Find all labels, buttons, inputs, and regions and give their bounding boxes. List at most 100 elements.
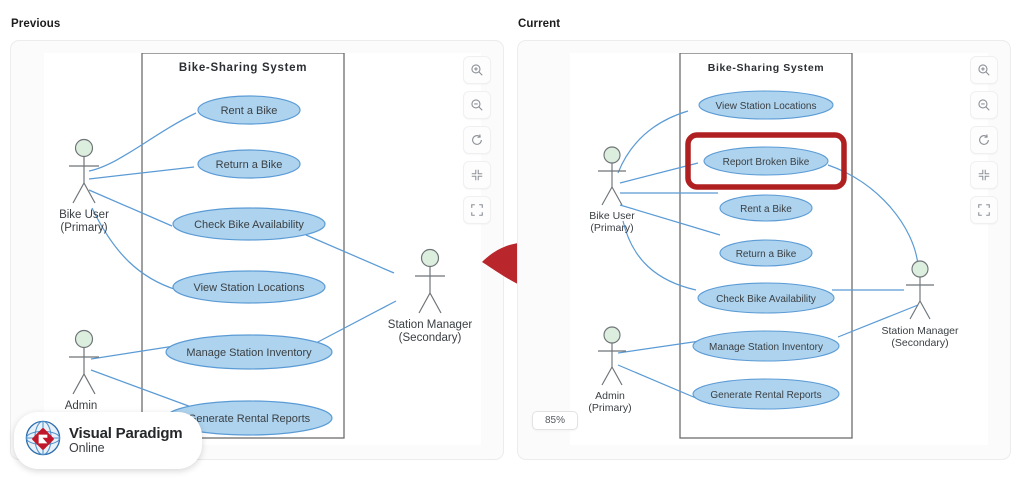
zoom-out-icon: [977, 98, 991, 112]
panel-label-current: Current: [518, 18, 561, 30]
actor-role: (Primary): [590, 222, 633, 234]
usecase-label: Rent a Bike: [740, 204, 792, 215]
usecase-view-station-locations[interactable]: View Station Locations: [172, 270, 326, 304]
watermark-line2: Online: [69, 440, 105, 455]
usecase-label: Check Bike Availability: [716, 294, 816, 305]
connector-line: [88, 112, 197, 172]
diagram-canvas-current[interactable]: Bike-Sharing System: [570, 53, 988, 445]
usecase-diagram-previous: Bike-Sharing System: [57, 53, 473, 439]
actor-head-icon: [603, 146, 621, 164]
actor-name: Bike User: [59, 209, 109, 221]
fullscreen-icon: [470, 203, 484, 217]
panel-previous: Bike-Sharing System: [10, 40, 504, 460]
connector-line: [90, 344, 182, 360]
connector-line: [619, 162, 699, 184]
usecase-label: Generate Rental Reports: [710, 390, 821, 401]
connector-line: [619, 204, 721, 236]
usecase-check-bike-availability[interactable]: Check Bike Availability: [172, 207, 326, 241]
usecase-return-a-bike[interactable]: Return a Bike: [197, 149, 301, 179]
actor-role: (Primary): [588, 402, 631, 414]
connector-line: [88, 166, 195, 180]
connector-group-current: [617, 110, 919, 405]
usecase-label: Manage Station Inventory: [709, 342, 823, 353]
system-title-current: Bike-Sharing System: [708, 62, 824, 74]
connector-line: [315, 300, 397, 344]
usecase-generate-rental-reports[interactable]: Generate Rental Reports: [692, 378, 840, 410]
actor-role: (Secondary): [891, 337, 948, 349]
diagram-toolbar-current: [970, 56, 998, 224]
connector-line: [837, 304, 919, 338]
actor-name: Bike User: [589, 210, 635, 222]
usecase-group-current: View Station Locations Report Broken Bik…: [692, 90, 840, 410]
diagram-canvas-previous[interactable]: Bike-Sharing System: [44, 53, 481, 445]
usecase-label: View Station Locations: [716, 101, 817, 112]
fit-screen-button[interactable]: [970, 161, 998, 189]
connector-line: [622, 220, 697, 291]
system-title-previous: Bike-Sharing System: [179, 62, 307, 74]
actor-head-icon: [420, 248, 440, 268]
fullscreen-button[interactable]: [970, 196, 998, 224]
usecase-generate-rental-reports[interactable]: Generate Rental Reports: [165, 400, 333, 436]
actor-admin-current[interactable]: Admin (Primary): [588, 326, 632, 414]
reset-button[interactable]: [970, 126, 998, 154]
usecase-label: Rent a Bike: [221, 105, 278, 117]
actor-name: Station Manager: [881, 325, 959, 337]
actor-name: Station Manager: [388, 319, 473, 331]
connector-line: [88, 189, 173, 227]
actor-role: (Secondary): [399, 332, 462, 344]
panel-current: Bike-Sharing System: [517, 40, 1011, 460]
highlight-box-report-broken-bike: [685, 132, 847, 190]
fullscreen-button[interactable]: [463, 196, 491, 224]
actor-admin-previous[interactable]: Admin (Primary): [57, 329, 105, 426]
usecase-label: Manage Station Inventory: [186, 347, 312, 359]
usecase-check-bike-availability[interactable]: Check Bike Availability: [697, 282, 835, 314]
actor-name: Admin: [65, 400, 98, 412]
usecase-group-previous: Rent a Bike Return a Bike Check Bike Ava…: [165, 95, 333, 436]
reset-icon: [977, 133, 991, 147]
actor-head-icon: [74, 138, 94, 158]
zoom-out-button[interactable]: [463, 91, 491, 119]
usecase-report-broken-bike[interactable]: Report Broken Bike: [703, 146, 829, 176]
usecase-return-a-bike[interactable]: Return a Bike: [719, 239, 813, 267]
usecase-label: Return a Bike: [216, 159, 283, 171]
usecase-diagram-current: Bike-Sharing System: [588, 53, 959, 439]
usecase-view-station-locations[interactable]: View Station Locations: [698, 90, 834, 120]
diagram-toolbar-previous: [463, 56, 491, 224]
connector-line: [617, 340, 701, 354]
watermark-line1: Visual Paradigm: [69, 425, 183, 443]
actor-head-icon: [603, 326, 621, 344]
usecase-label: View Station Locations: [193, 282, 305, 294]
reset-button[interactable]: [463, 126, 491, 154]
usecase-rent-a-bike[interactable]: Rent a Bike: [197, 95, 301, 125]
zoom-out-button[interactable]: [970, 91, 998, 119]
usecase-rent-a-bike[interactable]: Rent a Bike: [719, 194, 813, 222]
usecase-label: Check Bike Availability: [194, 219, 304, 231]
usecase-manage-station-inventory[interactable]: Manage Station Inventory: [165, 334, 333, 370]
zoom-in-button[interactable]: [970, 56, 998, 84]
zoom-level-badge[interactable]: 85%: [532, 411, 578, 430]
zoom-in-icon: [470, 63, 484, 77]
actor-station-manager-current[interactable]: Station Manager (Secondary): [881, 260, 959, 349]
actor-station-manager-previous[interactable]: Station Manager (Secondary): [388, 248, 473, 345]
actor-bike-user-current[interactable]: Bike User (Primary): [589, 146, 635, 234]
connector-line: [90, 369, 195, 409]
zoom-in-button[interactable]: [463, 56, 491, 84]
zoom-out-icon: [470, 98, 484, 112]
actor-head-icon: [74, 329, 94, 349]
connector-line: [91, 207, 178, 291]
usecase-label: Generate Rental Reports: [188, 413, 311, 425]
fullscreen-icon: [977, 203, 991, 217]
reset-icon: [470, 133, 484, 147]
usecase-label: Report Broken Bike: [723, 157, 810, 168]
actor-bike-user-previous[interactable]: Bike User (Primary): [59, 138, 109, 235]
connector-line: [617, 110, 689, 174]
usecase-label: Return a Bike: [736, 249, 797, 260]
visual-paradigm-logo-icon: [24, 419, 62, 462]
zoom-in-icon: [977, 63, 991, 77]
usecase-manage-station-inventory[interactable]: Manage Station Inventory: [692, 330, 840, 362]
fit-screen-button[interactable]: [463, 161, 491, 189]
watermark-visual-paradigm[interactable]: Visual Paradigm Online: [14, 412, 203, 469]
actor-head-icon: [911, 260, 929, 278]
actor-role: (Primary): [60, 222, 107, 234]
